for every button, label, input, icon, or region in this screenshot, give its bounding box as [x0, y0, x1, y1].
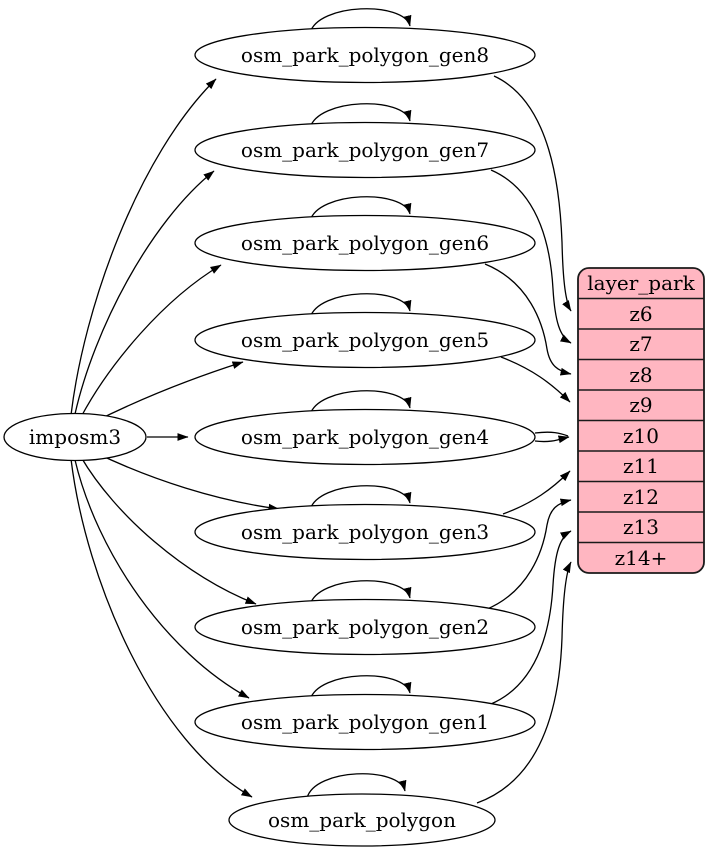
node-gen4-shape: [194, 408, 536, 466]
self-loop-gen7: [309, 103, 412, 129]
record-row-z13: z13: [623, 515, 659, 539]
edge-gen5-to-z9: [500, 356, 571, 403]
node-gen7-shape: [194, 121, 536, 179]
edge-imposm3-to-gen6: [80, 264, 222, 418]
node-osm-park-polygon: osm_park_polygon: [228, 793, 496, 847]
edge-gen1-to-z13: [490, 530, 572, 705]
record-row-z10: z10: [623, 424, 659, 448]
edge-gen4-to-z10-upper: [534, 431, 569, 437]
record-row-z6: z6: [629, 302, 652, 326]
edges-tables-to-layer: [476, 75, 572, 804]
self-loop-polygon: [306, 773, 407, 799]
edge-imposm3-to-gen7: [74, 170, 215, 415]
edges-source-to-tables: [70, 78, 280, 798]
edge-imposm3-to-gen5: [93, 361, 244, 423]
edge-gen2-to-z12: [484, 498, 572, 611]
edge-gen4-to-z10: [534, 435, 570, 444]
node-gen1-shape: [194, 693, 536, 751]
edge-gen3-to-z11: [502, 470, 571, 515]
self-loop-gen3: [309, 485, 412, 511]
node-gen8-shape: [194, 26, 536, 84]
node-polygon-shape: [228, 793, 496, 847]
edge-imposm3-to-gen2: [80, 456, 257, 605]
node-osm-park-polygon-gen3: osm_park_polygon_gen3: [194, 503, 536, 561]
self-loop-gen1: [309, 675, 412, 701]
record-row-z12: z12: [623, 485, 659, 509]
record-row-z14plus: z14+: [615, 546, 668, 570]
record-row-z9: z9: [629, 393, 652, 417]
self-loop-gen5: [309, 293, 412, 319]
node-gen2-label: osm_park_polygon_gen2: [241, 615, 489, 639]
node-osm-park-polygon-gen1: osm_park_polygon_gen1: [194, 693, 536, 751]
node-gen3-label: osm_park_polygon_gen3: [241, 520, 489, 544]
node-osm-park-polygon-gen7: osm_park_polygon_gen7: [194, 121, 536, 179]
self-loop-gen8: [309, 8, 412, 34]
node-gen4-label: osm_park_polygon_gen4: [241, 425, 489, 449]
node-imposm3-shape: [3, 412, 147, 462]
edge-imposm3-to-gen8: [70, 78, 217, 416]
edge-gen8-to-z6: [493, 75, 572, 312]
node-gen6-label: osm_park_polygon_gen6: [241, 231, 489, 255]
layer-park-title: layer_park: [587, 271, 695, 295]
self-loop-gen6: [309, 196, 412, 222]
graph-nodes: imposm3 osm_park_polygon_gen8 osm_park_p…: [3, 26, 536, 847]
node-gen5-label: osm_park_polygon_gen5: [241, 328, 489, 352]
record-row-z7: z7: [629, 332, 652, 356]
record-row-z8: z8: [629, 363, 652, 387]
node-gen1-label: osm_park_polygon_gen1: [241, 710, 489, 734]
node-gen5-shape: [194, 311, 536, 369]
node-gen8-label: osm_park_polygon_gen8: [241, 43, 489, 67]
node-gen3-shape: [194, 503, 536, 561]
edge-imposm3-to-gen1: [74, 459, 250, 699]
node-gen2-shape: [194, 598, 536, 656]
node-osm-park-polygon-gen6: osm_park_polygon_gen6: [194, 214, 536, 272]
layer-park-record: layer_park z6 z7 z8 z9 z10 z11 z12 z13 z…: [577, 267, 705, 574]
node-imposm3-label: imposm3: [29, 425, 121, 449]
node-osm-park-polygon-gen8: osm_park_polygon_gen8: [194, 26, 536, 84]
edge-imposm3-to-polygon: [70, 458, 253, 798]
node-gen6-shape: [194, 214, 536, 272]
self-loop-gen4: [309, 390, 412, 416]
edge-gen6-to-z8: [484, 263, 572, 376]
record-row-z11: z11: [623, 454, 659, 478]
edge-polygon-to-z14plus: [476, 561, 572, 804]
self-loop-gen2: [309, 580, 412, 606]
edge-gen7-to-z7: [490, 169, 572, 344]
node-osm-park-polygon-gen2: osm_park_polygon_gen2: [194, 598, 536, 656]
node-osm-park-polygon-gen5: osm_park_polygon_gen5: [194, 311, 536, 369]
edge-imposm3-to-gen3: [93, 451, 280, 512]
self-loop-edges: [306, 8, 412, 799]
node-osm-park-polygon-gen4: osm_park_polygon_gen4: [194, 408, 536, 466]
node-polygon-label: osm_park_polygon: [268, 808, 456, 832]
node-imposm3: imposm3: [3, 412, 147, 462]
node-gen7-label: osm_park_polygon_gen7: [241, 138, 489, 162]
